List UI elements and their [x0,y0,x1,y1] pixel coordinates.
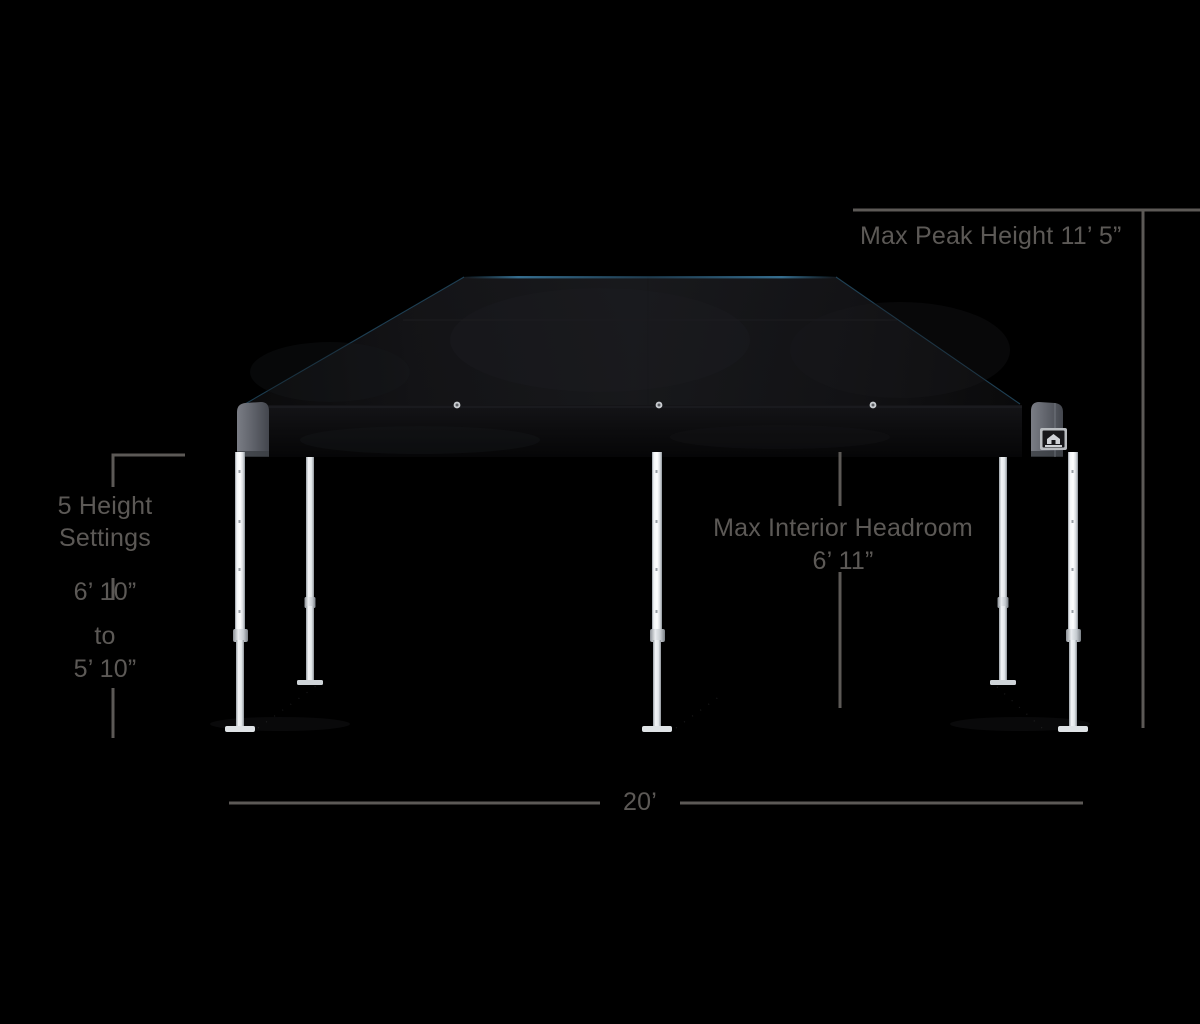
footprint-guides [257,685,1043,729]
height-setting-max-label: 6’ 10” [73,578,137,606]
height-setting-min-label: 5’ 10” [73,655,137,683]
overall-width-label: 20’ [623,788,657,816]
leg-center-front [642,452,672,732]
canopy-valance [243,405,1022,457]
peak-height-dimension-line [853,208,1145,728]
leg-back-right [990,452,1016,685]
max-peak-height-label: Max Peak Height 11’ 5” [860,222,1122,250]
leg-front-left [225,452,255,732]
headroom-line-1: Max Interior Headroom [713,514,973,542]
height-settings-line-1: 5 Height [57,492,153,520]
brand-logo-badge [1040,428,1067,450]
leg-back-left [297,452,323,685]
corner-cap-left [237,402,269,457]
height-settings-bracket-top [111,453,185,487]
height-settings-line-2: Settings [59,524,151,552]
height-setting-range-connector: to [94,622,116,650]
max-interior-headroom-label: Max Interior Headroom 6’ 11” [697,512,989,578]
valance-vents [453,401,877,409]
roof-edge-highlight [244,276,465,405]
canopy-roof [243,276,1022,412]
leg-front-right [1058,452,1088,732]
roof-peak-highlight [462,276,838,279]
ground-shadow [950,717,1090,731]
headroom-line-2: 6’ 11” [812,547,874,575]
roof-edge-highlight [835,276,1021,405]
